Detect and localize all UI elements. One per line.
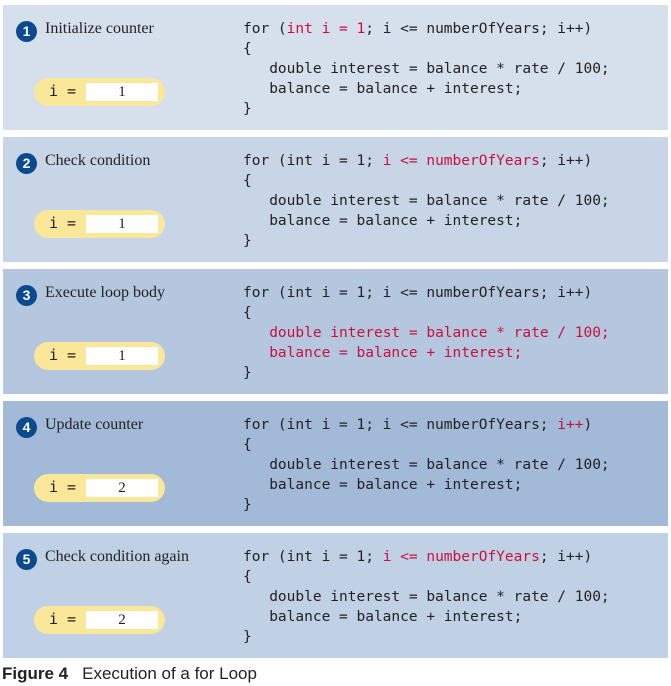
code-block: for (int i = 1; i <= numberOfYears; i++)… (243, 415, 610, 515)
code-line: for (int i = 1; i <= numberOfYears; i++) (243, 151, 610, 171)
code-line: balance = balance + interest; (243, 211, 610, 231)
code-line: double interest = balance * rate / 100; (243, 59, 610, 79)
variable-value: 1 (86, 215, 158, 233)
code-line: balance = balance + interest; (243, 607, 610, 627)
variable-value: 2 (86, 479, 158, 497)
step-title: Check condition again (45, 548, 189, 565)
variable-label: i = (49, 346, 77, 364)
code-block: for (int i = 1; i <= numberOfYears; i++)… (243, 283, 610, 383)
code-block: for (int i = 1; i <= numberOfYears; i++)… (243, 151, 610, 251)
variable-label: i = (49, 214, 77, 232)
step-panel: 4 Update counter i = 2 for (int i = 1; i … (3, 401, 668, 526)
code-line: } (243, 627, 610, 647)
variable-display: i = 1 (34, 210, 165, 238)
variable-label: i = (49, 610, 77, 628)
code-text: } (243, 233, 252, 249)
step-panel: 2 Check condition i = 1 for (int i = 1; i… (3, 137, 668, 262)
highlighted-code: balance = balance + interest; (269, 345, 523, 361)
code-text: for (int i = 1; (243, 549, 383, 565)
code-text: } (243, 365, 252, 381)
code-text: } (243, 497, 252, 513)
code-line: for (int i = 1; i <= numberOfYears; i++) (243, 547, 610, 567)
code-text: balance = balance + interest; (243, 81, 523, 97)
code-line: balance = balance + interest; (243, 79, 610, 99)
code-line: double interest = balance * rate / 100; (243, 587, 610, 607)
step-panel: 1 Initialize counter i = 1 for (int i = 1… (3, 5, 668, 130)
code-line: double interest = balance * rate / 100; (243, 455, 610, 475)
code-text: { (243, 569, 252, 585)
code-text: double interest = balance * rate / 100; (243, 589, 610, 605)
code-text: for ( (243, 21, 287, 37)
highlighted-code: i <= numberOfYears (382, 549, 540, 565)
variable-value: 2 (86, 611, 158, 629)
code-text: ) (583, 417, 593, 433)
code-line: { (243, 303, 610, 323)
step-number-badge: 4 (16, 417, 37, 438)
code-line: } (243, 231, 610, 251)
code-text: ; i++) (539, 549, 593, 565)
variable-label: i = (49, 478, 77, 496)
code-text: double interest = balance * rate / 100; (243, 457, 610, 473)
variable-display: i = 1 (34, 78, 165, 106)
code-text: for (int i = 1; i <= numberOfYears; (243, 417, 558, 433)
code-text: balance = balance + interest; (243, 213, 523, 229)
code-line: { (243, 171, 610, 191)
code-text (243, 345, 269, 361)
variable-display: i = 1 (34, 342, 165, 370)
code-text: balance = balance + interest; (243, 609, 523, 625)
code-text: double interest = balance * rate / 100; (243, 61, 610, 77)
code-text: { (243, 437, 252, 453)
code-text (243, 325, 269, 341)
highlighted-code: i <= numberOfYears (382, 153, 540, 169)
step-panel: 3 Execute loop body i = 1 for (int i = 1;… (3, 269, 668, 394)
figure-caption: Figure 4 Execution of a for Loop (2, 664, 257, 684)
code-line: } (243, 99, 610, 119)
code-line: { (243, 435, 610, 455)
figure-title: Execution of a for Loop (82, 664, 257, 683)
step-number-badge: 3 (16, 285, 37, 306)
step-number-badge: 1 (16, 21, 37, 42)
code-line: } (243, 363, 610, 383)
code-line: { (243, 567, 610, 587)
code-text: { (243, 173, 252, 189)
code-text: { (243, 305, 252, 321)
code-text: } (243, 629, 252, 645)
code-line: double interest = balance * rate / 100; (243, 191, 610, 211)
code-text: ; i <= numberOfYears; i++) (365, 21, 593, 37)
code-block: for (int i = 1; i <= numberOfYears; i++)… (243, 547, 610, 647)
highlighted-code: i++ (557, 417, 584, 433)
code-text: for (int i = 1; (243, 153, 383, 169)
variable-value: 1 (86, 347, 158, 365)
step-panel: 5 Check condition again i = 2 for (int i … (3, 533, 668, 658)
code-text: balance = balance + interest; (243, 477, 523, 493)
code-line: balance = balance + interest; (243, 475, 610, 495)
code-text: ; i++) (539, 153, 593, 169)
code-line: } (243, 495, 610, 515)
figure-label: Figure 4 (2, 664, 69, 683)
step-number-badge: 2 (16, 153, 37, 174)
code-line: double interest = balance * rate / 100; (243, 323, 610, 343)
code-text: for (int i = 1; i <= numberOfYears; i++) (243, 285, 593, 301)
highlighted-code: double interest = balance * rate / 100; (269, 325, 610, 341)
step-title: Initialize counter (45, 20, 154, 37)
variable-display: i = 2 (34, 606, 165, 634)
code-line: for (int i = 1; i <= numberOfYears; i++) (243, 415, 610, 435)
code-line: { (243, 39, 610, 59)
code-text: } (243, 101, 252, 117)
variable-display: i = 2 (34, 474, 165, 502)
code-line: for (int i = 1; i <= numberOfYears; i++) (243, 19, 610, 39)
variable-value: 1 (86, 83, 158, 101)
step-number-badge: 5 (16, 549, 37, 570)
code-line: balance = balance + interest; (243, 343, 610, 363)
code-line: for (int i = 1; i <= numberOfYears; i++) (243, 283, 610, 303)
step-title: Execute loop body (45, 284, 165, 301)
step-title: Update counter (45, 416, 144, 433)
variable-label: i = (49, 82, 77, 100)
code-block: for (int i = 1; i <= numberOfYears; i++)… (243, 19, 610, 119)
highlighted-code: int i = 1 (286, 21, 366, 37)
code-text: double interest = balance * rate / 100; (243, 193, 610, 209)
code-text: { (243, 41, 252, 57)
step-title: Check condition (45, 152, 151, 169)
